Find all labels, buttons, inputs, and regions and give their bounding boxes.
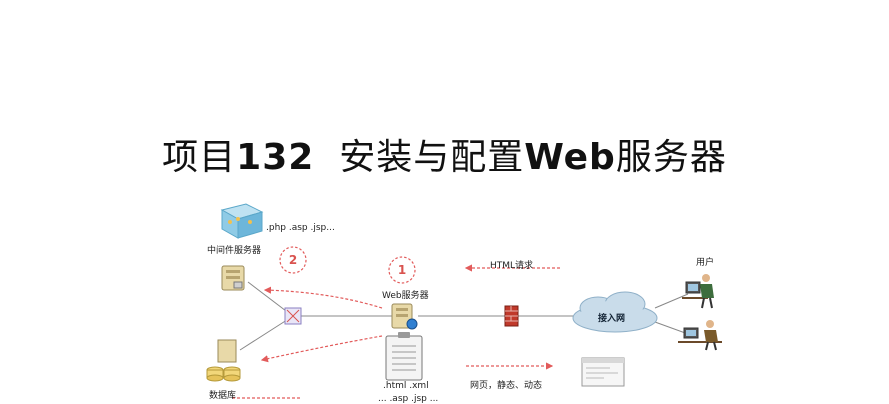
line-cloud-user1 [654,293,689,309]
page-title: 项目132 安装与配置Web服务器 [0,128,889,180]
user-laptop-icon [678,320,722,351]
web-server-label: Web服务器 [382,291,429,301]
switch-icon [284,307,302,325]
line-cloud-user2 [654,321,689,335]
user-desktop-icon [682,274,714,309]
webpage-thumbnail-icon [581,357,625,387]
title-number: 132 [236,137,315,178]
title-prefix: 项目 [162,137,237,178]
arrow-web-to-middleware [263,286,383,309]
database-icon [206,339,241,382]
step-2-number: 2 [288,253,298,267]
step-1-circle [388,256,416,284]
line-database-switch [239,317,291,351]
step-2-circle [279,246,307,274]
arrow-web-to-database [260,335,383,363]
webpage-label: 网页，静态、动态 [470,381,543,391]
web-server-icon [391,303,418,330]
step-1-number: 1 [397,263,407,277]
line-middleware-switch [247,281,291,315]
access-network-label: 接入网 [598,314,626,324]
connection-lines [239,281,689,351]
bottom-cut-label: ... .asp .jsp ... [378,394,439,404]
title-text-a: 安装与配置 [339,137,525,178]
firewall-icon [504,305,519,327]
html-request-label: HTML请求 [490,261,534,271]
title-text-web: Web [524,137,616,178]
user-label: 用户 [696,258,715,268]
database-label: 数据库 [209,391,237,401]
middleware-server-label: 中间件服务器 [207,246,262,256]
middleware-cube-icon [220,203,264,239]
document-icon [385,332,423,381]
html-xml-label: .html .xml [383,381,429,391]
middleware-server-icon [221,265,245,291]
middleware-ext-label: .php .asp .jsp... [266,223,335,233]
dashed-arrows [232,264,560,399]
cloud-icon [572,291,658,333]
title-text-c: 服务器 [615,137,727,178]
